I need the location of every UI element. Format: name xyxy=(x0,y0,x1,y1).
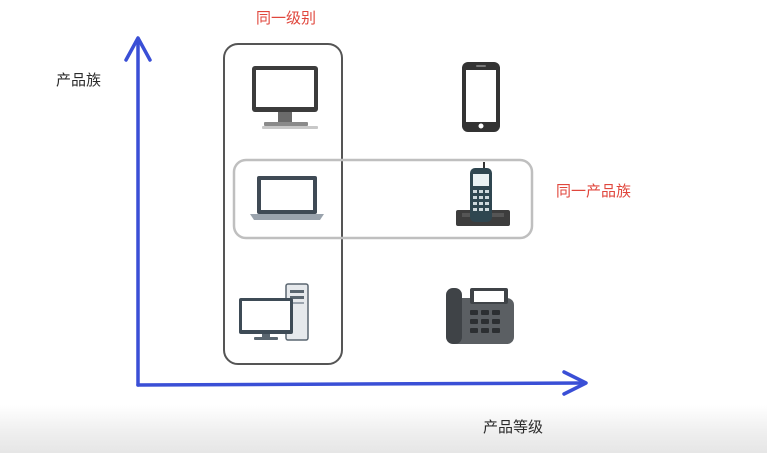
smartphone-icon xyxy=(462,62,500,132)
desktop-computer-icon xyxy=(239,283,309,341)
same-family-label: 同一产品族 xyxy=(556,182,632,200)
x-axis-label: 产品等级 xyxy=(483,418,544,436)
same-family-box xyxy=(232,158,534,240)
x-axis xyxy=(136,370,588,396)
same-level-label: 同一级别 xyxy=(256,9,317,27)
landline-phone-icon xyxy=(446,288,514,344)
laptop-icon xyxy=(250,176,324,220)
desktop-monitor-icon xyxy=(252,66,318,129)
cordless-phone-icon xyxy=(456,162,510,226)
bottom-shade xyxy=(0,405,767,453)
y-axis xyxy=(124,36,152,387)
y-axis-label: 产品族 xyxy=(56,71,102,89)
same-level-box xyxy=(223,43,343,365)
